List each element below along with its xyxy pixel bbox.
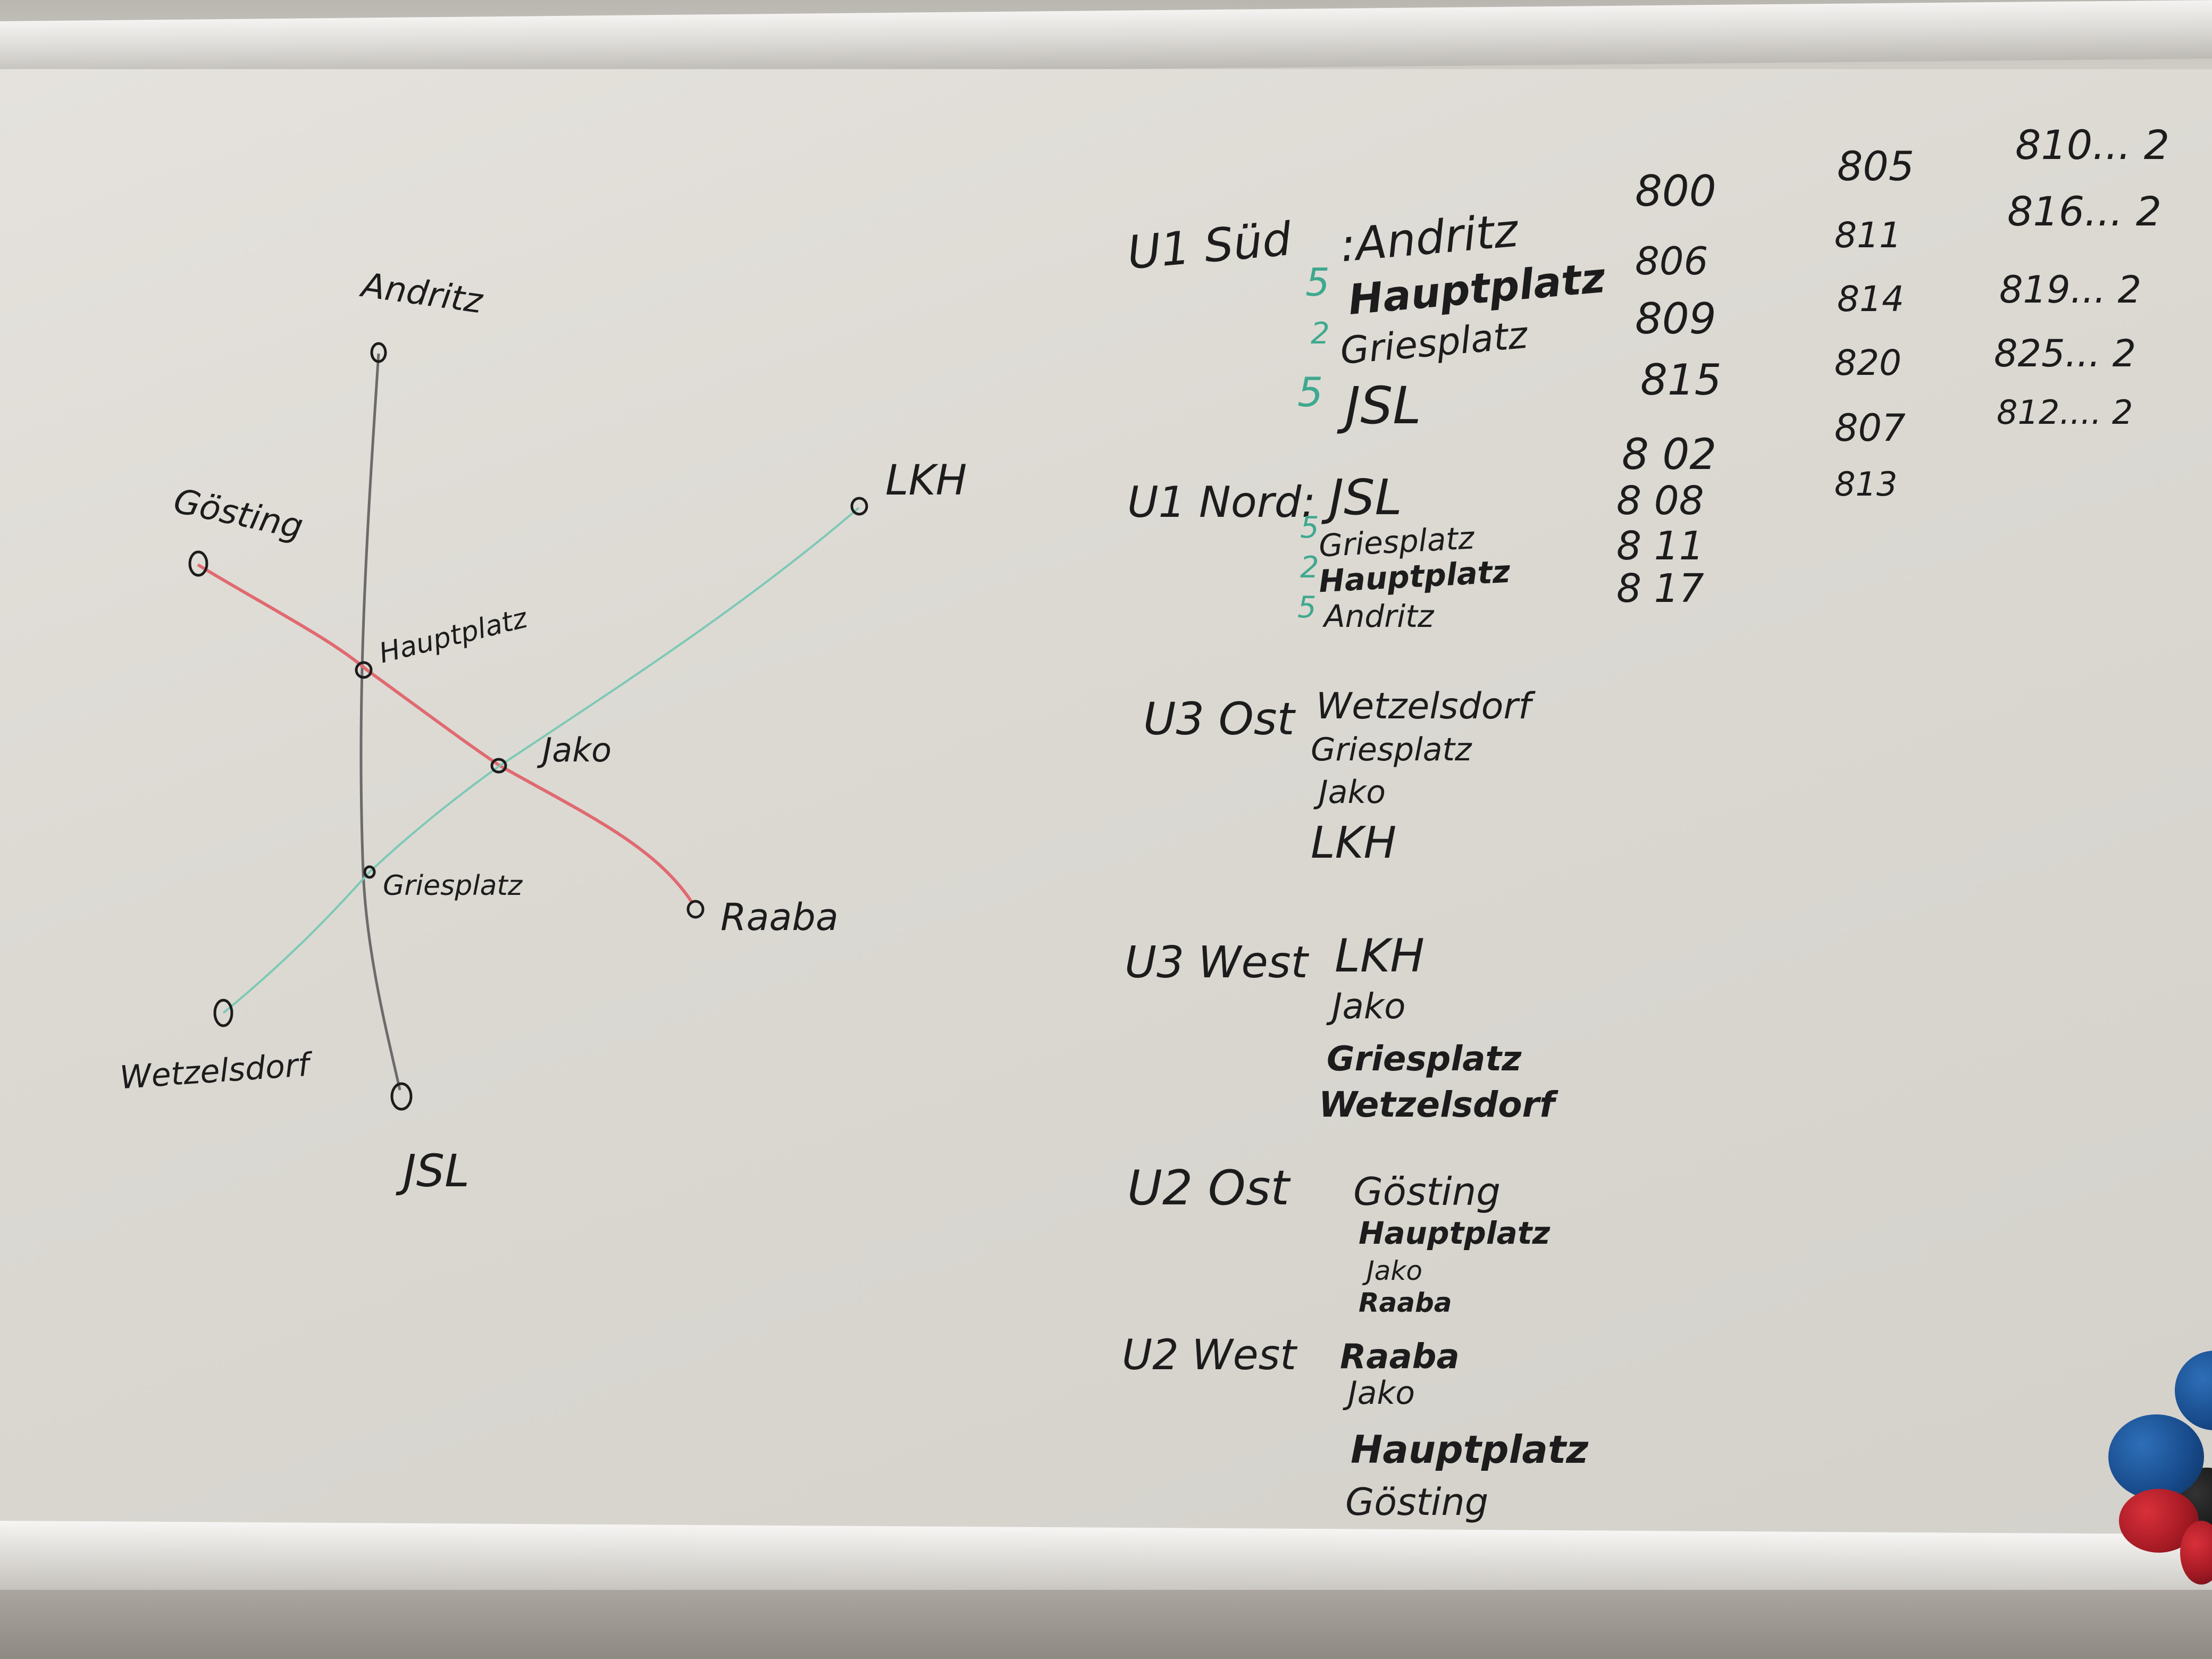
u3-west-stop-1: LKH	[1335, 929, 1425, 983]
line-label-u3-ost: U3 Ost	[1143, 693, 1295, 745]
u3-west-stop-4: Wetzelsdorf	[1319, 1084, 1555, 1125]
u1-sued-travel-3: 5	[1297, 368, 1323, 416]
u1-sued-time-col2-3: 814	[1837, 279, 1904, 320]
u2-ost-stop-2: Hauptplatz	[1359, 1215, 1551, 1251]
u1-nord-stop-2: Griesplatz	[1318, 520, 1476, 564]
station-jako-marker	[490, 758, 507, 774]
u1-nord-time-2: 8 08	[1616, 478, 1704, 524]
line-label-u2-west: U2 West	[1122, 1331, 1296, 1379]
station-wetzelsdorf-marker	[213, 999, 233, 1027]
line-label-u1-nord: U1 Nord:	[1127, 477, 1316, 527]
u2-ost-stop-1: Gösting	[1353, 1169, 1501, 1214]
u2-west-stop-4: Gösting	[1345, 1480, 1489, 1524]
u1-nord-time-1: 8 02	[1622, 430, 1717, 479]
u1-nord-time-3: 8 11	[1616, 523, 1704, 569]
station-raaba-marker	[686, 900, 705, 919]
u2-west-stop-1: Raaba	[1340, 1337, 1460, 1377]
station-label-jako: Jako	[542, 731, 612, 769]
u2-ost-stop-4: Raaba	[1359, 1287, 1452, 1318]
u1-sued-time-col1-4: 815	[1640, 355, 1722, 405]
u1-nord-stop-4: Andritz	[1324, 598, 1434, 634]
station-label-raaba: Raaba	[720, 895, 839, 939]
u2-west-stop-2: Jako	[1348, 1375, 1415, 1412]
u1-sued-time-col2-5: 807	[1834, 406, 1906, 450]
station-griesplatz-marker	[363, 865, 376, 879]
station-andritz-marker	[370, 342, 387, 363]
station-label-lkh: LKH	[885, 457, 967, 505]
u1-sued-time-col3-3: 819... 2	[1999, 268, 2142, 312]
u3-ost-stop-1: Wetzelsdorf	[1316, 685, 1531, 727]
u1-sued-travel-2: 2	[1311, 316, 1330, 351]
u3-west-stop-3: Griesplatz	[1327, 1040, 1522, 1079]
station-label-griesplatz: Griesplatz	[383, 870, 523, 902]
u3-ost-stop-4: LKH	[1311, 818, 1397, 868]
u1-line	[359, 353, 401, 1091]
u2-line	[197, 563, 693, 902]
u1-sued-time-col3-2: 816... 2	[2007, 188, 2162, 235]
u1-nord-travel-3: 5	[1297, 590, 1317, 625]
station-goesting-marker	[188, 550, 208, 577]
u2-west-stop-3: Hauptplatz	[1351, 1427, 1589, 1472]
u1-sued-stop-4: JSL	[1345, 376, 1421, 435]
station-hauptplatz-marker	[355, 661, 373, 679]
u3-ost-stop-2: Griesplatz	[1311, 731, 1472, 768]
station-jsl-marker	[390, 1082, 413, 1111]
u1-sued-time-col3-1: 810... 2	[2015, 121, 2170, 169]
magnet-red-2[interactable]	[2180, 1521, 2212, 1585]
line-label-u3-west: U3 West	[1125, 937, 1308, 988]
u1-sued-time-col2-1: 805	[1837, 143, 1915, 190]
u1-sued-time-col1-3: 809	[1635, 294, 1716, 343]
u1-sued-time-col2-2: 811	[1834, 215, 1901, 256]
u2-ost-stop-3: Jako	[1367, 1255, 1422, 1286]
u1-sued-time-col1-2: 806	[1635, 239, 1708, 283]
u1-sued-time-col1-1: 800	[1635, 166, 1716, 216]
u1-nord-stop-3: Hauptplatz	[1318, 553, 1511, 600]
u1-nord-time-4: 8 17	[1616, 566, 1704, 611]
u3-west-stop-2: Jako	[1332, 986, 1406, 1027]
magnet-blue-2[interactable]	[2108, 1414, 2204, 1499]
u1-nord-travel-2: 2	[1300, 550, 1319, 585]
u1-sued-time-col3-4: 825... 2	[1994, 332, 2136, 375]
u1-sued-time-col2-6: 813	[1834, 465, 1898, 504]
floor-background	[0, 1590, 2212, 1659]
u1-nord-travel-1: 5	[1300, 510, 1319, 545]
line-label-u1-sued: U1 Süd	[1125, 212, 1294, 280]
station-lkh-marker	[850, 497, 868, 516]
line-label-u2-ost: U2 Ost	[1127, 1160, 1289, 1216]
u1-sued-time-col3-5: 812.... 2	[1997, 393, 2133, 432]
station-label-jsl: JSL	[403, 1145, 470, 1197]
u3-line	[222, 507, 860, 1014]
u3-ost-stop-3: Jako	[1319, 774, 1386, 811]
u1-nord-stop-1: JSL	[1329, 469, 1402, 526]
whiteboard	[0, 69, 2212, 1553]
u1-sued-travel-1: 5	[1305, 260, 1330, 305]
u1-sued-time-col2-4: 820	[1834, 342, 1901, 383]
